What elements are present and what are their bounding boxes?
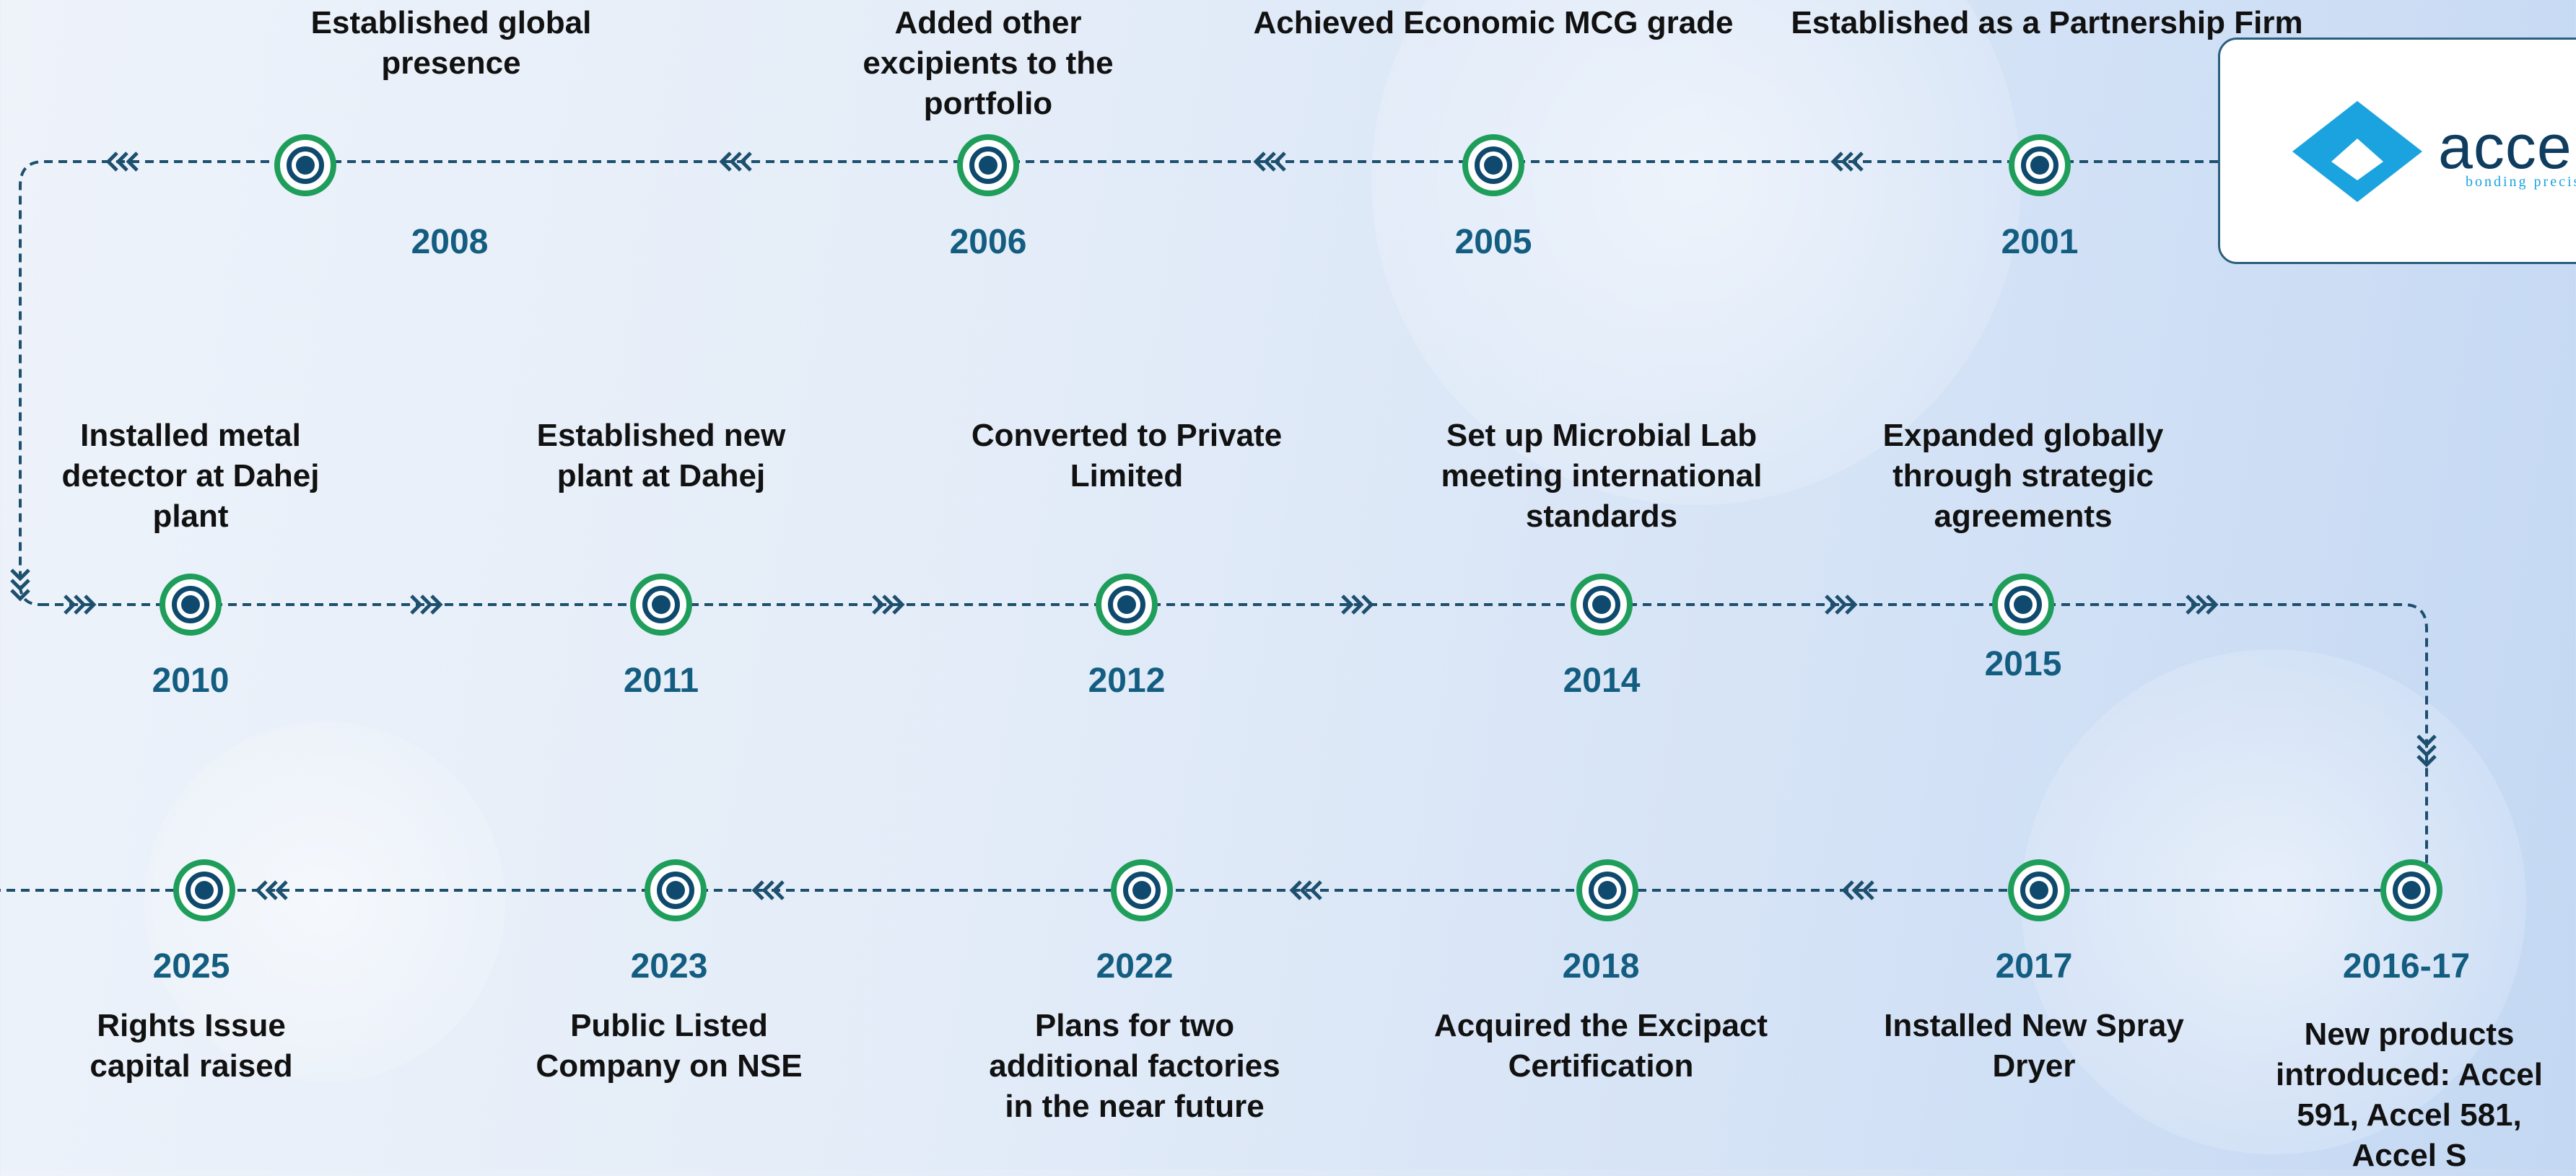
milestone-label: Public Listed Company on NSE: [536, 1008, 803, 1084]
arrow-chevrons-icon: [719, 152, 752, 172]
company-logo-card: accen bonding precisi: [2218, 38, 2576, 264]
milestone-year: 2008: [411, 223, 489, 261]
arrow-chevrons-icon: [1253, 152, 1286, 172]
dashed-connector-line: [40, 603, 2428, 866]
arrow-chevrons-icon: [255, 880, 288, 900]
milestone-label: Converted to Private Limited: [971, 418, 1283, 493]
milestone-node: [1096, 574, 1158, 636]
milestone-year: 2014: [1563, 662, 1641, 700]
dashed-connector-line: [19, 160, 2218, 606]
arrow-chevrons-icon: [2416, 734, 2437, 768]
milestone-node: [2008, 859, 2070, 921]
milestone-node: [2009, 134, 2071, 196]
milestone-year: 2022: [1096, 947, 1174, 986]
logo-wordmark: accen: [2438, 113, 2576, 182]
milestone-label: Expanded globally through strategic agre…: [1882, 418, 2164, 534]
arrow-chevrons-icon: [410, 594, 443, 615]
milestone-node: [274, 134, 336, 196]
milestone-label: Installed New Spray Dryer: [1884, 1008, 2184, 1084]
milestone-node: [630, 574, 692, 636]
logo-tagline: bonding precisi: [2466, 174, 2576, 190]
arrow-chevrons-icon: [751, 880, 785, 900]
milestone-node: [2380, 859, 2442, 921]
milestone-year: 2015: [1984, 645, 2062, 683]
milestone-node: [173, 859, 235, 921]
milestone-year: 2025: [152, 947, 230, 986]
milestone-year: 2005: [1454, 223, 1532, 261]
milestone-label: Established new plant at Dahej: [536, 418, 786, 493]
milestone-label: Established global presence: [310, 5, 592, 81]
milestone-node: [1576, 859, 1638, 921]
arrow-chevrons-icon: [1825, 594, 1858, 615]
arrow-chevrons-icon: [105, 152, 139, 172]
milestone-node: [160, 574, 222, 636]
milestone-label: New products introduced: Accel 591, Acce…: [2276, 1017, 2543, 1173]
background-glow: [1371, 0, 2021, 505]
milestone-node: [1111, 859, 1173, 921]
background-glow: [2021, 649, 2526, 1154]
milestone-year: 2011: [623, 662, 699, 700]
milestone-year: 2023: [630, 947, 708, 986]
milestone-year: 2006: [949, 223, 1027, 261]
milestone-year: 2001: [2001, 223, 2079, 261]
arrow-chevrons-icon: [1830, 152, 1864, 172]
milestone-label: Installed metal detector at Dahej plant: [61, 418, 320, 534]
milestone-year: 2016-17: [2342, 947, 2471, 986]
milestone-node: [957, 134, 1019, 196]
arrow-chevrons-icon: [1289, 880, 1322, 900]
arrow-chevrons-icon: [1341, 594, 1374, 615]
milestone-node: [1992, 574, 2054, 636]
milestone-node: [1462, 134, 1524, 196]
milestone-node: [1571, 574, 1633, 636]
milestone-year: 2012: [1088, 662, 1166, 700]
arrow-chevrons-icon: [10, 569, 30, 602]
milestone-label: Plans for two additional factories in th…: [989, 1008, 1280, 1124]
arrow-chevrons-icon: [64, 594, 97, 615]
milestone-year: 2010: [152, 662, 230, 700]
milestone-label: Established as a Partnership Firm: [1791, 5, 2303, 40]
arrow-chevrons-icon: [1841, 880, 1874, 900]
arrow-chevrons-icon: [872, 594, 905, 615]
milestone-label: Acquired the Excipact Certification: [1433, 1008, 1768, 1084]
milestone-year: 2018: [1562, 947, 1640, 986]
logo-icon: [2292, 101, 2422, 202]
milestone-label: Set up Microbial Lab meeting internation…: [1441, 418, 1763, 534]
milestone-label: Rights Issue capital raised: [89, 1008, 293, 1084]
milestone-label: Achieved Economic MCG grade: [1253, 5, 1734, 40]
milestone-label: Added other excipients to the portfolio: [863, 5, 1114, 121]
arrow-chevrons-icon: [2186, 594, 2219, 615]
milestone-node: [645, 859, 707, 921]
milestone-year: 2017: [1995, 947, 2073, 986]
